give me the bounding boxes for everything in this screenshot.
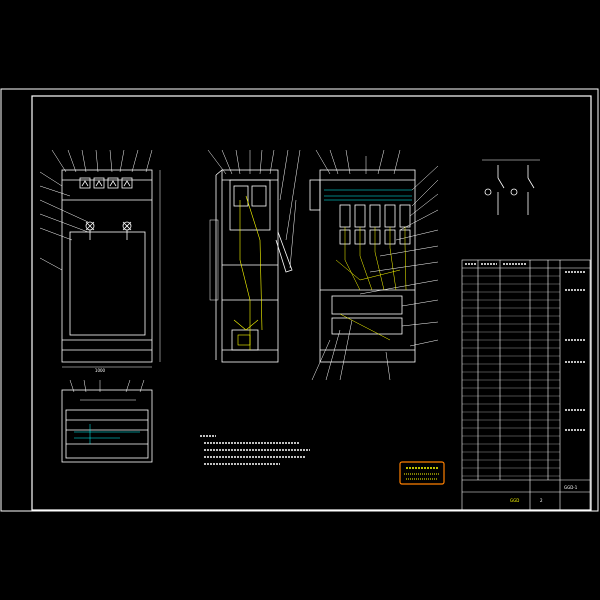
transformer-right-icon: [510, 188, 518, 196]
technical-notes: [200, 435, 310, 465]
front-view: [39, 149, 161, 368]
rear-view: [309, 149, 439, 381]
side-wiring: [233, 195, 263, 350]
circuit-schematic: [482, 159, 540, 215]
front-door-panel: [69, 231, 146, 336]
meter-b-icon: [93, 177, 105, 189]
meter-a-icon: [79, 177, 91, 189]
front-detail-wiring: [74, 424, 140, 444]
parts-list-table: [461, 259, 591, 511]
approval-stamp: [399, 461, 445, 485]
front-width-dimension: 1000: [95, 368, 106, 373]
front-leader-lines: [39, 149, 153, 271]
side-view: [207, 149, 301, 363]
front-detail-view: [61, 379, 153, 463]
rear-cabinet-outline: [319, 169, 416, 363]
outer-frame: [0, 88, 599, 512]
front-cabinet-outline: [61, 169, 153, 363]
front-switch-right-icon: [122, 221, 132, 231]
meter-d-icon: [121, 177, 133, 189]
project-code: GGD: [510, 498, 519, 503]
meter-c-icon: [107, 177, 119, 189]
inner-frame: [31, 95, 592, 511]
front-meter-row: [79, 177, 133, 189]
front-switch-left-icon: [85, 221, 95, 231]
drawing-number: GGD-1: [564, 485, 578, 490]
parts-list-entries: [465, 263, 585, 431]
rear-busbars: [324, 189, 412, 201]
transformer-left-icon: [484, 188, 492, 196]
rear-wiring: [335, 227, 407, 341]
parts-list-rows: [462, 275, 560, 477]
title-mark: 2: [540, 498, 543, 503]
side-handle-icon: [275, 231, 293, 273]
